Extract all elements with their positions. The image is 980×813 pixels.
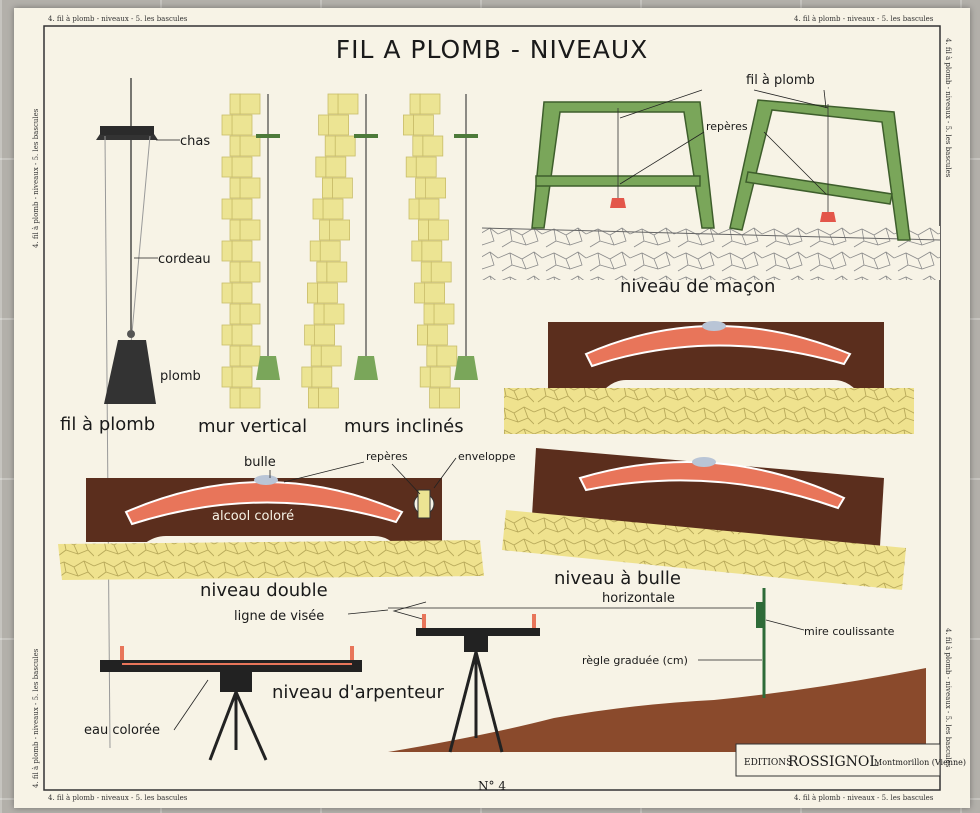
graduated-staff xyxy=(756,588,766,698)
label-eau-coloree: eau colorée xyxy=(84,723,160,738)
label-alcool-colore: alcool coloré xyxy=(212,509,294,524)
section-fil-a-plomb: fil à plomb xyxy=(60,414,155,435)
inclined-wall-left-figure xyxy=(301,93,378,409)
label-mire-coulissante: mire coulissante xyxy=(804,625,895,638)
mason-level-tilted xyxy=(729,99,911,241)
label-cordeau: cordeau xyxy=(158,252,211,267)
margin-text-bottom-left: 4. fil à plomb - niveaux - 5. les bascul… xyxy=(48,793,188,802)
plumb-line-figure xyxy=(96,78,158,749)
publisher-name: ROSSIGNOL xyxy=(788,754,879,770)
surveyor-water-level xyxy=(100,646,362,761)
double-level xyxy=(58,475,484,580)
label-reperes: repères xyxy=(366,450,408,463)
bubble-level-tilted xyxy=(502,448,906,590)
label-ligne-de-visee: ligne de visée xyxy=(234,609,324,624)
margin-text-bottom-right: 4. fil à plomb - niveaux - 5. les bascul… xyxy=(794,793,934,802)
margin-text-right-bottom: 4. fil à plomb - niveaux - 5. les bascul… xyxy=(944,628,953,768)
bubble-level-flat xyxy=(504,321,914,434)
label-chas: chas xyxy=(180,134,210,149)
poster-sheet: 4. fil à plomb - niveaux - 5. les bascul… xyxy=(14,8,970,808)
section-murs-inclines: murs inclinés xyxy=(344,416,464,437)
margin-text-right-top: 4. fil à plomb - niveaux - 5. les bascul… xyxy=(944,38,953,178)
margin-text-left-top: 4. fil à plomb - niveaux - 5. les bascul… xyxy=(31,108,40,248)
margin-text-top-left: 4. fil à plomb - niveaux - 5. les bascul… xyxy=(48,14,188,23)
inner-frame xyxy=(43,25,941,791)
label-enveloppe: enveloppe xyxy=(458,450,516,463)
mason-level-straight xyxy=(531,101,715,229)
margin-text-top-right: 4. fil à plomb - niveaux - 5. les bascul… xyxy=(794,14,934,23)
publisher-location: Montmorillon (Vienne) xyxy=(874,758,966,767)
label-reperes-top: repères xyxy=(706,120,748,133)
label-regle-graduee: règle graduée (cm) xyxy=(582,654,688,667)
publisher-box xyxy=(735,743,941,777)
publisher-prefix: EDITIONS xyxy=(744,758,792,768)
surveyor-tripod-right xyxy=(416,614,540,753)
label-horizontale: horizontale xyxy=(602,591,675,606)
section-mur-vertical: mur vertical xyxy=(198,416,307,437)
section-niveau-bulle: niveau à bulle xyxy=(554,568,681,589)
hill-ground xyxy=(388,668,926,752)
plate-number: N° 4 xyxy=(478,779,506,793)
section-niveau-double: niveau double xyxy=(200,580,328,601)
label-bulle: bulle xyxy=(244,455,276,470)
poster-title: FIL A PLOMB - NIVEAUX xyxy=(336,35,649,64)
poster-diagram: 4. fil à plomb - niveaux - 5. les bascul… xyxy=(31,14,966,802)
cobble-ground xyxy=(482,226,940,280)
label-fil-a-plomb-top: fil à plomb xyxy=(746,73,815,88)
section-niveau-arpenteur: niveau d'arpenteur xyxy=(272,682,445,703)
section-niveau-macon: niveau de maçon xyxy=(620,276,775,297)
margin-text-left-bottom: 4. fil à plomb - niveaux - 5. les bascul… xyxy=(31,648,40,788)
inclined-wall-right-figure xyxy=(402,93,478,409)
label-plomb: plomb xyxy=(160,369,201,384)
vertical-wall-figure xyxy=(221,93,280,409)
